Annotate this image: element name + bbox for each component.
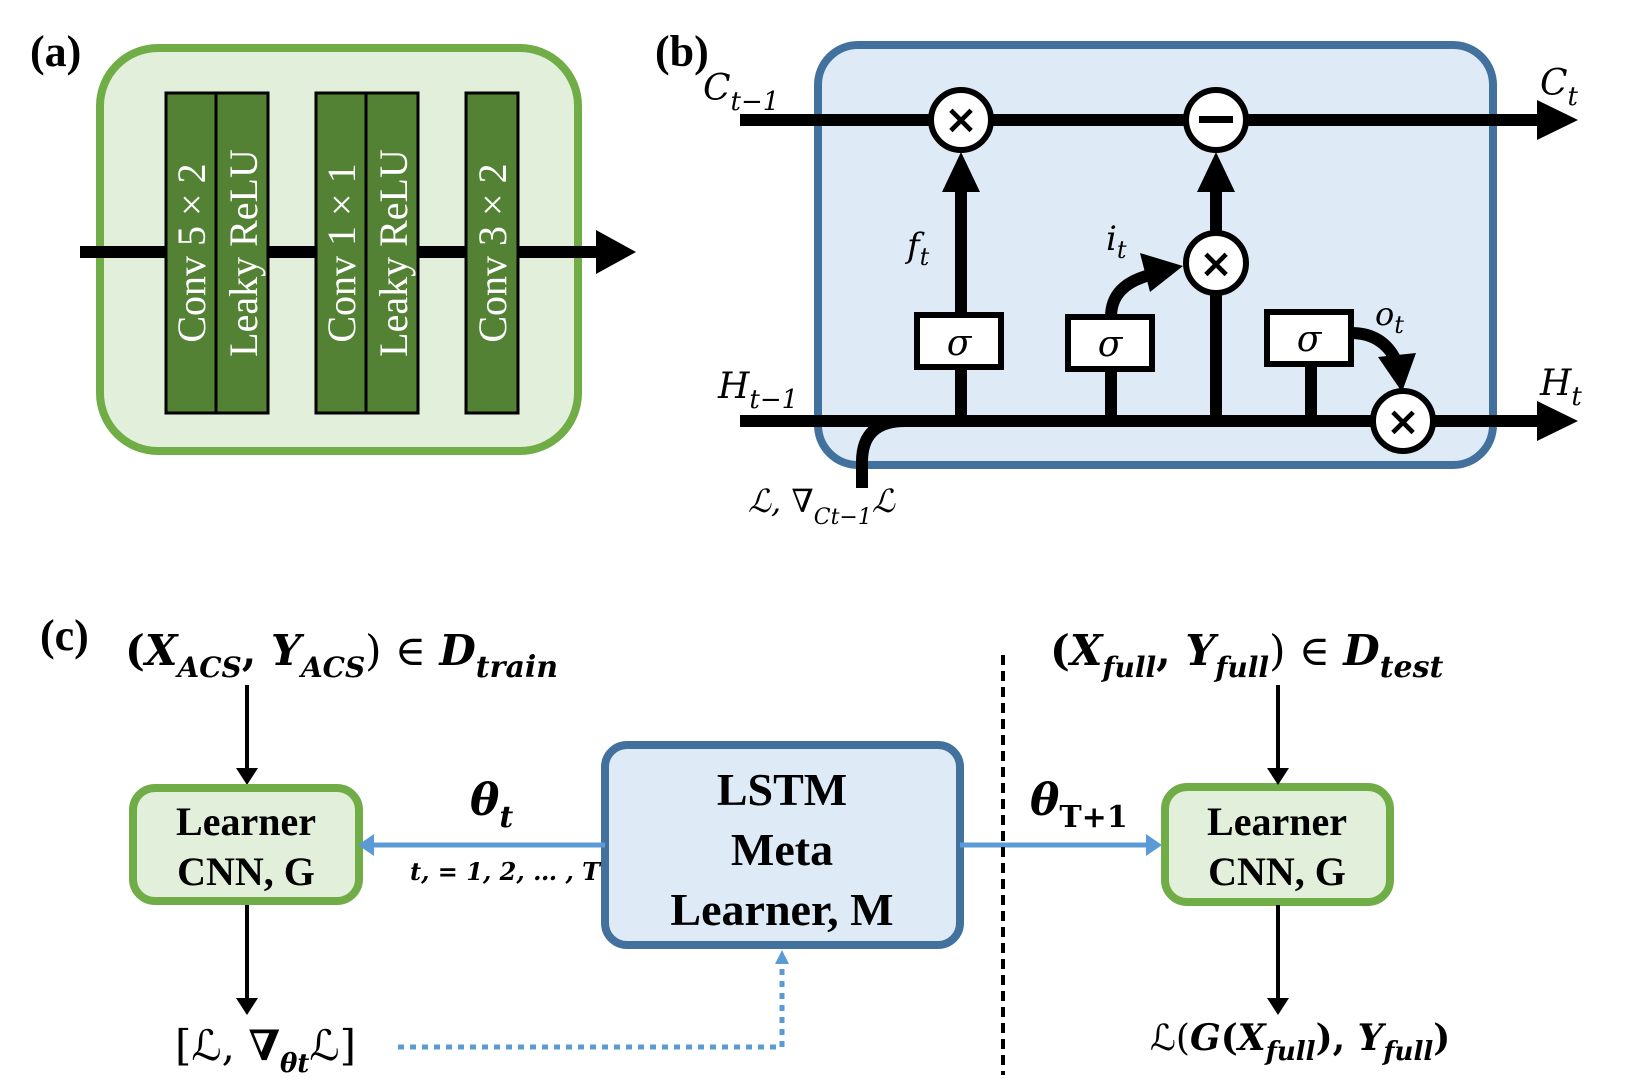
theta-t-label: θt	[470, 775, 513, 835]
sigma-symbol: σ	[1098, 324, 1124, 365]
multiply-node-output	[1370, 388, 1436, 454]
minus-icon	[1199, 116, 1233, 123]
test-output-arrowhead	[1267, 998, 1289, 1015]
sigma-symbol: σ	[1297, 319, 1323, 360]
cnn-flow-arrowhead	[596, 230, 636, 274]
input-gate-curve	[1105, 269, 1152, 318]
layer-label: Conv 1 × 1	[319, 163, 364, 342]
loss-input-label: ℒ, ∇Ct−1ℒ	[748, 482, 896, 530]
output-gate-label: ot	[1375, 295, 1404, 339]
layer-bar-conv-3x2	[464, 91, 520, 415]
meta-learner-label: Meta	[731, 824, 833, 875]
train-output-formula: [ℒ, ∇θtℒ]	[175, 1021, 356, 1079]
theta-t-arrowhead	[358, 834, 374, 856]
meta-learner-label: Learner, M	[670, 884, 893, 935]
test-input-arrowhead	[1267, 768, 1289, 785]
meta-learner-label: LSTM	[717, 764, 847, 815]
test-input-formula: (Xfull, Yfull) ∈ Dtest	[1050, 626, 1444, 685]
multiply-node-forget	[928, 87, 994, 153]
gradient-feedback-arrowhead	[775, 950, 789, 964]
layer-bar-conv-1x1	[314, 91, 368, 415]
panel-a-label: (a)	[30, 27, 81, 76]
forget-gate-arrowhead	[942, 152, 980, 192]
layer-bar-leaky-relu-1	[214, 91, 270, 415]
multiply-icon: ×	[1199, 241, 1233, 287]
layer-label: Leaky ReLU	[221, 149, 266, 357]
cell-prev-label: Ct−1	[703, 68, 779, 117]
train-output-arrowhead	[236, 998, 258, 1015]
multiply-icon: ×	[944, 97, 978, 143]
cell-state-arrowhead	[1537, 100, 1578, 140]
panel-b: (b) σ ft × σ it ×	[655, 27, 1582, 530]
test-output-formula: ℒ(G(Xfull), Yfull)	[1150, 1017, 1450, 1067]
learner-label: CNN, G	[1208, 849, 1346, 894]
train-input-formula: (XACS, YACS) ∈ Dtrain	[125, 626, 558, 685]
theta-range-label: t, = 1, 2, … , T	[410, 857, 602, 886]
output-gate-arrowhead	[1378, 353, 1416, 392]
sigma-symbol: σ	[947, 323, 973, 364]
multiply-icon: ×	[1386, 399, 1420, 445]
theta-T1-label: θT+1	[1030, 775, 1128, 835]
layer-bar-conv-5x2	[164, 91, 218, 415]
learner-cnn-box-test	[1161, 783, 1394, 906]
layer-label: Leaky ReLU	[371, 149, 416, 357]
panel-b-label: (b)	[655, 27, 709, 76]
hidden-state-arrowhead	[1537, 401, 1578, 441]
sigma-box-output	[1264, 309, 1354, 367]
train-input-arrowhead	[236, 768, 258, 785]
layer-label: Conv 5 × 2	[169, 163, 214, 342]
gradient-feedback-path	[398, 962, 785, 1050]
learner-label: Learner	[176, 799, 316, 844]
input-gate-arrowhead	[1140, 253, 1183, 292]
loss-input-path	[856, 415, 906, 488]
sigma-box-input	[1065, 314, 1155, 372]
hidden-out-label: Ht	[1539, 363, 1582, 412]
cell-out-label: Ct	[1540, 63, 1579, 112]
learner-label: CNN, G	[177, 849, 315, 894]
theta-T1-arrowhead	[1146, 834, 1162, 856]
learner-label: Learner	[1207, 799, 1347, 844]
input-gate-label: it	[1106, 219, 1127, 264]
layer-bar-leaky-relu-2	[364, 91, 420, 415]
sigma-box-forget	[914, 312, 1004, 370]
candidate-arrowhead	[1197, 152, 1235, 192]
panel-a: (a) Conv 5 × 2 Leaky ReLU Conv 1 × 1 Lea…	[30, 27, 636, 455]
hidden-prev-label: Ht−1	[717, 366, 798, 415]
panel-c-label: (c)	[40, 611, 89, 660]
layer-label: Conv 3 × 2	[470, 163, 515, 342]
panel-c: (c) (XACS, YACS) ∈ Dtrain (Xfull, Yfull)…	[40, 611, 1450, 1079]
